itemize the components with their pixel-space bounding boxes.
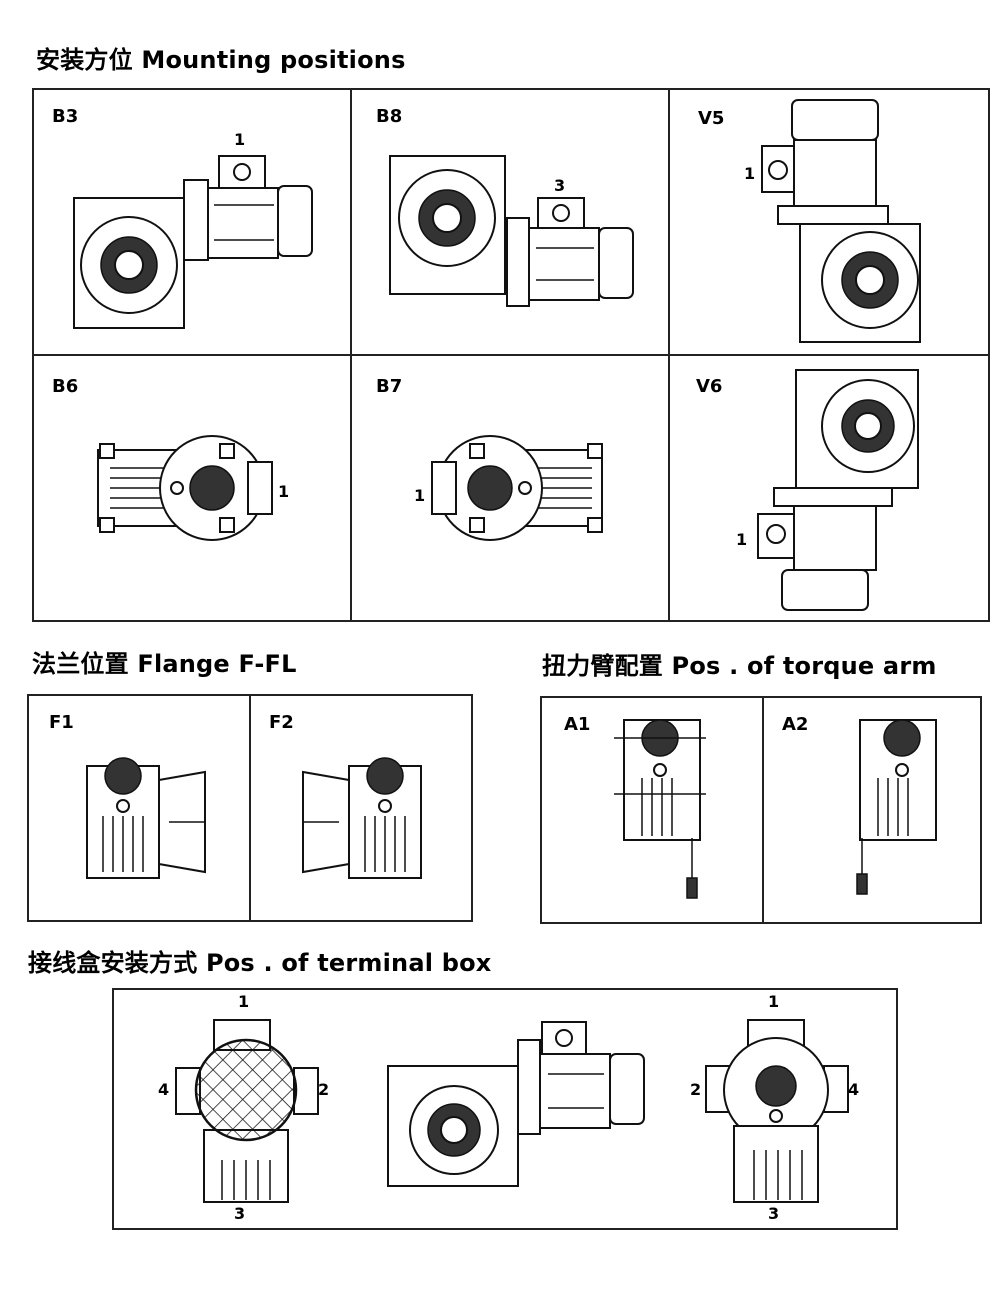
position-b7: B7 1 bbox=[352, 356, 668, 620]
gearbox-motor-drawing bbox=[431, 435, 603, 541]
grid-divider bbox=[762, 698, 764, 922]
heading-flange: 法兰位置 Flange F-FL bbox=[32, 650, 297, 678]
terminal-position-top: 1 bbox=[238, 992, 250, 1011]
terminal-position-bottom: 3 bbox=[768, 1204, 780, 1223]
grid-divider bbox=[34, 354, 988, 356]
gearbox-motor-drawing bbox=[97, 435, 273, 541]
position-label: B6 bbox=[52, 376, 79, 397]
flange-f2: F2 bbox=[251, 696, 471, 920]
torque-arm-a2: A2 bbox=[764, 698, 982, 922]
position-label: V5 bbox=[698, 108, 725, 129]
grid-divider bbox=[249, 696, 251, 920]
terminal-mark: 1 bbox=[744, 164, 756, 183]
terminal-box-drawings bbox=[175, 1019, 849, 1203]
terminal-mark: 1 bbox=[234, 130, 246, 149]
torque-arm-drawing bbox=[614, 719, 706, 899]
torque-arm-label: A2 bbox=[782, 714, 809, 735]
position-label: V6 bbox=[696, 376, 723, 397]
position-v6: V6 1 bbox=[670, 356, 988, 620]
position-b6: B6 1 bbox=[34, 356, 350, 620]
torque-arm-a1: A1 bbox=[542, 698, 762, 922]
gearbox-motor-drawing bbox=[761, 99, 921, 343]
position-v5: V5 1 bbox=[670, 90, 988, 354]
terminal-position-left: 2 bbox=[690, 1080, 702, 1099]
torque-arm-drawing bbox=[856, 719, 937, 895]
terminal-position-left: 4 bbox=[158, 1080, 170, 1099]
terminal-position-bottom: 3 bbox=[234, 1204, 246, 1223]
terminal-mark: 1 bbox=[736, 530, 748, 549]
mounting-positions-panel: B3 1 B8 3 bbox=[32, 88, 990, 622]
flange-f1: F1 bbox=[29, 696, 249, 920]
position-label: B8 bbox=[376, 106, 403, 127]
terminal-mark: 1 bbox=[414, 486, 426, 505]
position-label: B7 bbox=[376, 376, 403, 397]
terminal-position-right: 2 bbox=[318, 1080, 330, 1099]
gearbox-motor-drawing bbox=[389, 155, 634, 307]
position-b8: B8 3 bbox=[352, 90, 668, 354]
position-label: B3 bbox=[52, 106, 79, 127]
flange-panel: F1 F2 bbox=[27, 694, 473, 922]
torque-arm-label: A1 bbox=[564, 714, 591, 735]
flange-drawing bbox=[86, 757, 206, 879]
flange-drawing bbox=[302, 757, 422, 879]
heading-torque-arm: 扭力臂配置 Pos . of torque arm bbox=[542, 652, 937, 680]
flange-label: F1 bbox=[49, 712, 74, 733]
flange-label: F2 bbox=[269, 712, 294, 733]
gearbox-motor-drawing bbox=[757, 369, 919, 611]
terminal-position-right: 4 bbox=[848, 1080, 860, 1099]
position-b3: B3 1 bbox=[34, 90, 350, 354]
heading-terminal-box: 接线盒安装方式 Pos . of terminal box bbox=[28, 949, 492, 977]
heading-mounting-positions: 安装方位 Mounting positions bbox=[36, 46, 406, 74]
terminal-mark: 3 bbox=[554, 176, 566, 195]
terminal-position-top: 1 bbox=[768, 992, 780, 1011]
terminal-box-panel: 1 2 3 4 bbox=[112, 988, 898, 1230]
torque-arm-panel: A1 A2 bbox=[540, 696, 982, 924]
gearbox-motor-drawing bbox=[73, 155, 313, 329]
terminal-mark: 1 bbox=[278, 482, 290, 501]
